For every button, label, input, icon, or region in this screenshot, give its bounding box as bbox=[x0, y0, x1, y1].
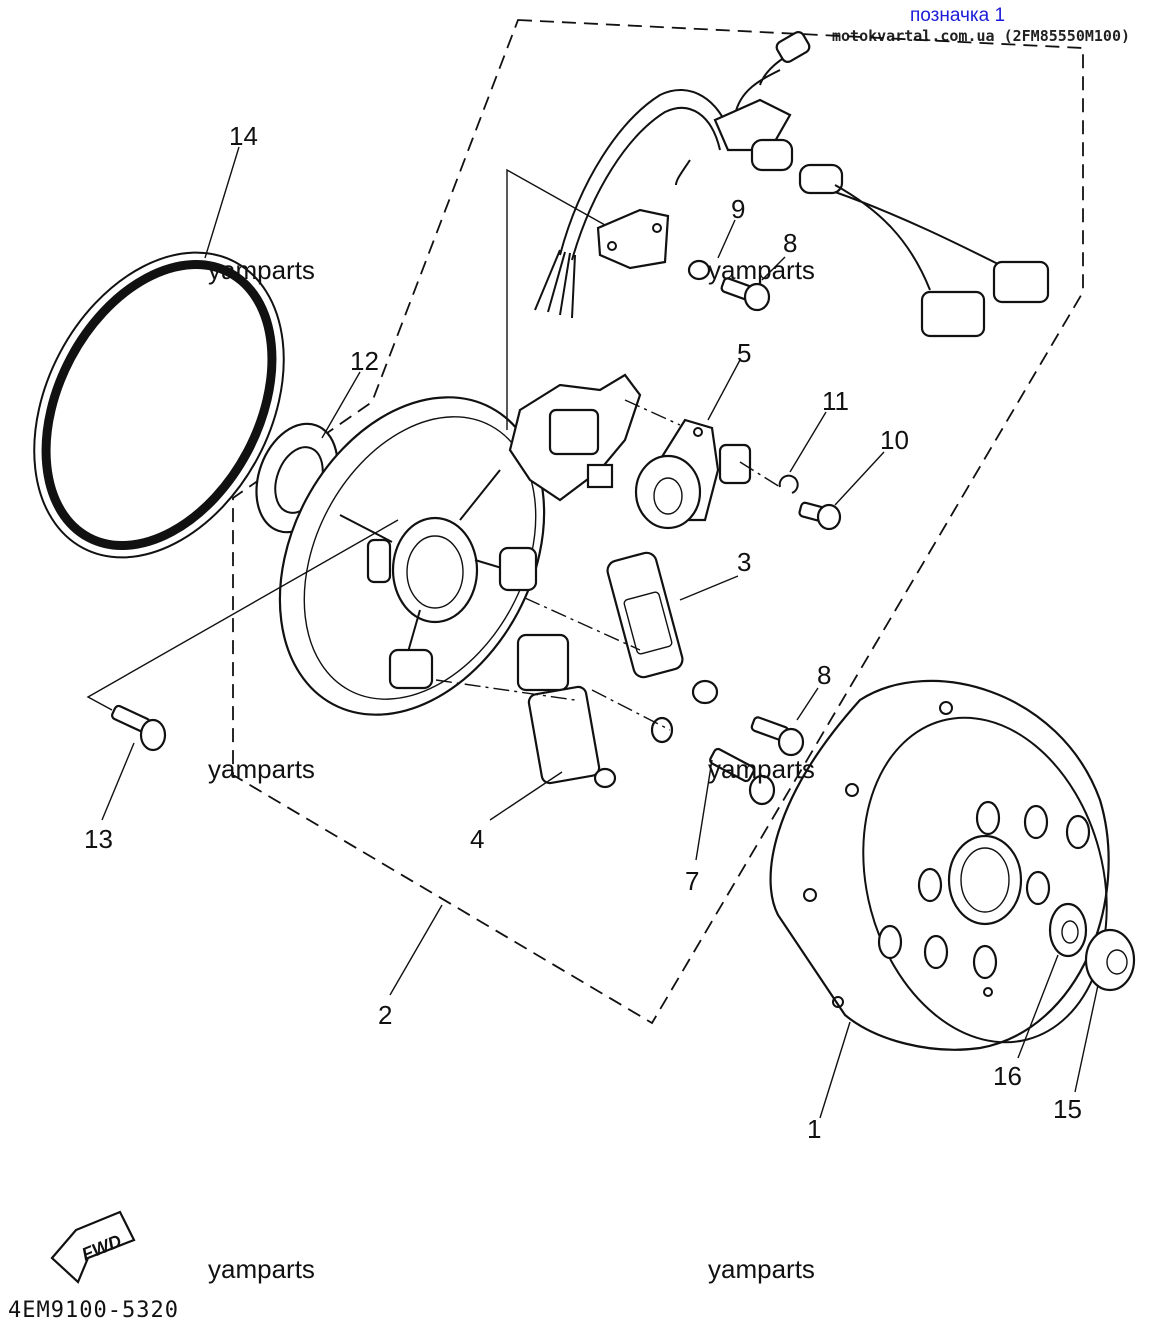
callout-16: 16 bbox=[993, 1061, 1022, 1091]
watermark: yamparts bbox=[708, 1254, 815, 1284]
watermark: yamparts bbox=[208, 255, 315, 285]
source-caption: motokvartal.com.ua (2FM85550M100) bbox=[832, 27, 1131, 45]
callout-12: 12 bbox=[350, 346, 379, 376]
washer[interactable] bbox=[687, 259, 711, 281]
bolt-upper[interactable] bbox=[720, 277, 771, 312]
watermark: yamparts bbox=[708, 754, 815, 784]
callout-2: 2 bbox=[378, 1000, 392, 1030]
callout-15: 15 bbox=[1053, 1094, 1082, 1124]
callout-9: 9 bbox=[731, 194, 745, 224]
callout-3: 3 bbox=[737, 547, 751, 577]
diagram-code: 4EM9100-5320 bbox=[8, 1298, 179, 1323]
stator-assembly-boundary bbox=[232, 19, 1084, 1025]
callout-5: 5 bbox=[737, 338, 751, 368]
o-ring[interactable] bbox=[0, 209, 334, 600]
screw-base[interactable] bbox=[111, 704, 167, 752]
bolt-lower[interactable] bbox=[750, 716, 805, 757]
wire-clamp[interactable] bbox=[596, 208, 670, 270]
pickup-coil[interactable] bbox=[634, 418, 752, 530]
fwd-arrow-icon: FWD bbox=[50, 1210, 136, 1284]
screw-pickup[interactable] bbox=[798, 501, 842, 531]
callout-7: 7 bbox=[685, 866, 699, 896]
source-coil[interactable] bbox=[516, 633, 674, 789]
watermark: yamparts bbox=[708, 255, 815, 285]
callout-1: 1 bbox=[807, 1114, 821, 1144]
flywheel-washer[interactable] bbox=[1048, 902, 1088, 958]
leader-lines bbox=[86, 146, 1099, 1119]
circlip[interactable] bbox=[778, 474, 799, 494]
callout-8-upper: 8 bbox=[783, 228, 797, 258]
stator-base-plate[interactable] bbox=[227, 351, 597, 760]
flywheel-nut[interactable] bbox=[1084, 928, 1136, 992]
charging-coil[interactable] bbox=[605, 551, 719, 705]
callout-4: 4 bbox=[470, 824, 484, 854]
label-link[interactable]: позначка 1 bbox=[910, 5, 1006, 26]
flywheel-rotor[interactable] bbox=[769, 679, 1142, 1070]
watermark: yamparts bbox=[208, 754, 315, 784]
wire-harness[interactable] bbox=[534, 30, 1050, 338]
callout-8-lower: 8 bbox=[817, 660, 831, 690]
bolt-flywheel[interactable] bbox=[709, 747, 776, 806]
watermark: yamparts bbox=[208, 1254, 315, 1284]
stator-bracket[interactable] bbox=[508, 373, 642, 502]
callout-13: 13 bbox=[84, 824, 113, 854]
callout-14: 14 bbox=[229, 121, 258, 151]
callout-10: 10 bbox=[880, 425, 909, 455]
callout-11: 11 bbox=[822, 386, 849, 416]
